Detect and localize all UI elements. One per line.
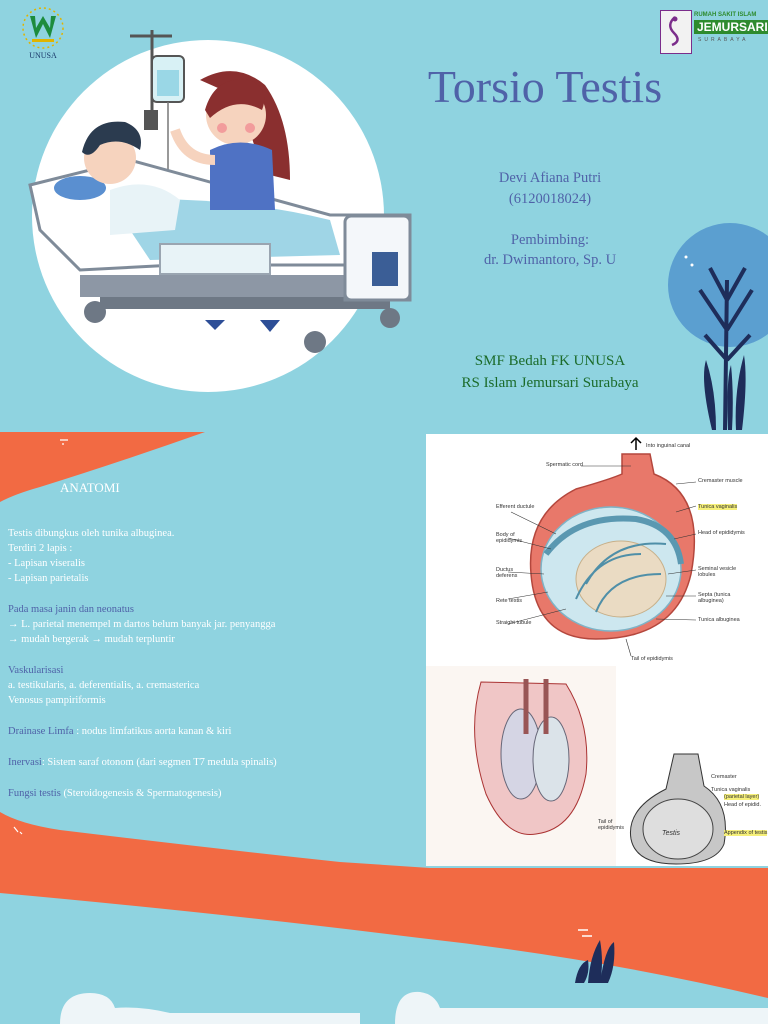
fig-label: Septa (tunica albuginea) — [698, 592, 731, 604]
text-value: : nodus limfatikus aorta kanan & kiri — [76, 726, 232, 737]
tree-icon — [698, 267, 754, 431]
text-line: Pada masa janin dan neonatus — [8, 604, 134, 615]
author-name: Devi Afiana Putri — [498, 170, 602, 186]
fig-label: Head of epididymis — [698, 530, 745, 536]
title-slide: UNUSA RUMAH SAKIT ISLAM JEMURSARI SURABA… — [0, 0, 768, 432]
fig-label: Cremaster muscle — [698, 478, 743, 484]
unusa-logo: UNUSA — [14, 6, 72, 62]
supervisor-name: dr. Dwimantoro, Sp. U — [483, 252, 617, 268]
jemursari-logo: RUMAH SAKIT ISLAM JEMURSARI SURABAYA — [660, 10, 768, 54]
fig-label: Seminal vesicle lobules — [698, 566, 737, 578]
text-value: : Sistem saraf otonom (dari segmen T7 me… — [41, 757, 277, 768]
fig-label: Spermatic cord — [546, 462, 583, 468]
fig-label: Tunica vaginalis — [698, 504, 738, 510]
slide-title: Torsio Testis — [427, 61, 663, 112]
fig-label: Appendix of testis — [724, 830, 768, 836]
logo-line3: SURABAYA — [698, 37, 749, 43]
fig-label: Rete testis — [496, 598, 522, 604]
logo-line2: JEMURSARI — [694, 20, 768, 34]
slide1-decor — [28, 30, 768, 431]
text-label: Fungsi testis — [8, 788, 61, 799]
text-line: Inervasi: Sistem saraf otonom (dari segm… — [8, 755, 277, 770]
fig-label: Head of epidid. — [724, 802, 761, 808]
section-heading: ANATOMI — [60, 480, 120, 495]
anatomy-slide: ANATOMI Testis dibungkus oleh tunika alb… — [0, 432, 768, 868]
slide2-decor — [0, 432, 430, 868]
text-line: → L. parietal menempel m dartos belum ba… — [8, 619, 276, 630]
fig-label: Tunica albuginea — [698, 617, 740, 623]
next-slide-partial — [0, 868, 768, 1024]
fig-label: Into inguinal canal — [646, 443, 691, 449]
fig-label: Cremaster — [711, 774, 737, 780]
unusa-logo-text: UNUSA — [29, 51, 57, 60]
fig-label: Tunica vaginalis — [711, 787, 751, 793]
text-line: Vaskularisasi — [8, 665, 64, 676]
logo-line1: RUMAH SAKIT ISLAM — [694, 12, 757, 18]
text-line: Terdiri 2 lapis : — [8, 543, 73, 554]
fig-label: Straight tubule — [496, 620, 532, 626]
text-line: Drainase Limfa : nodus limfatikus aorta … — [8, 724, 231, 739]
fig-label: Tail of epididymis — [598, 819, 624, 831]
fig-label: Body of epididymis — [496, 532, 522, 544]
text-line: - Lapisan parietalis — [8, 573, 89, 584]
fig-label: Tail of epididymis — [631, 656, 673, 662]
fig-label: Ductus deferens — [496, 567, 518, 579]
fig-label: Efferent ductule — [496, 504, 535, 510]
hospital: RS Islam Jemursari Surabaya — [461, 375, 639, 391]
text-label: Drainase Limfa — [8, 726, 74, 737]
text-line: a. testikularis, a. deferentialis, a. cr… — [8, 680, 200, 691]
text-line: Testis dibungkus oleh tunika albuginea. — [8, 528, 175, 539]
fig-label: Testis — [662, 830, 681, 837]
author-id: (6120018024) — [508, 191, 592, 207]
fig-label: (parietal layer) — [724, 794, 760, 800]
anatomy-figure: Into inguinal canal Spermatic cord Crema… — [426, 434, 768, 866]
text-line: → mudah bergerak → mudah terpluntir — [8, 634, 175, 645]
supervisor-label: Pembimbing: — [510, 232, 590, 248]
department: SMF Bedah FK UNUSA — [474, 353, 626, 369]
text-label: Inervasi — [8, 757, 42, 768]
text-value: (Steroidogenesis & Spermatogenesis) — [60, 788, 222, 799]
text-line: Fungsi testis (Steroidogenesis & Spermat… — [8, 786, 222, 801]
slide3-decor — [0, 868, 768, 1024]
text-line: Venosus pampiriformis — [8, 695, 106, 706]
text-line: - Lapisan viseralis — [8, 558, 85, 569]
